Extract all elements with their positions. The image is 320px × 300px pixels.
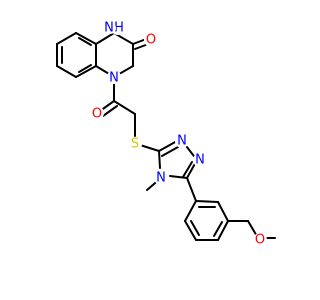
atom-labels: H O N O S N N N O xyxy=(90,19,267,248)
bond xyxy=(78,64,92,73)
bond xyxy=(217,220,229,241)
atom-n-triazole-top: N xyxy=(177,134,187,149)
bond xyxy=(102,105,118,117)
bond xyxy=(190,220,200,236)
bond xyxy=(186,177,197,202)
atom-h-label: H xyxy=(114,21,124,36)
atom-n-triazole-right: N xyxy=(195,153,205,168)
bond xyxy=(56,65,77,78)
bond xyxy=(75,32,97,45)
bond xyxy=(184,220,197,241)
bond xyxy=(56,32,77,45)
atom-n-methyl: N xyxy=(156,171,166,186)
bond xyxy=(95,32,115,45)
bond xyxy=(217,201,229,222)
atom-o-carbonyl: O xyxy=(92,107,102,122)
bond xyxy=(169,175,188,179)
bond xyxy=(158,140,178,152)
molecule-diagram: H O N O S N N N O xyxy=(56,19,276,248)
bond xyxy=(184,200,197,222)
atom-n-ring: N xyxy=(109,71,119,86)
bond xyxy=(195,200,219,203)
bond xyxy=(139,144,160,152)
atom-s: S xyxy=(131,137,139,152)
atom-o-ketone: O xyxy=(146,33,156,48)
atom-n-amide: N xyxy=(104,21,114,36)
bond xyxy=(75,65,97,78)
bond xyxy=(161,146,179,157)
bond xyxy=(113,100,136,115)
extra-labels: N xyxy=(104,20,114,36)
bond xyxy=(213,221,223,237)
bond xyxy=(182,161,193,178)
atom-o-methoxy: O xyxy=(255,233,265,248)
structure-svg: H O N O S N N N O xyxy=(56,19,276,248)
bond xyxy=(158,150,161,169)
bonds xyxy=(56,32,276,241)
bond xyxy=(78,37,92,46)
